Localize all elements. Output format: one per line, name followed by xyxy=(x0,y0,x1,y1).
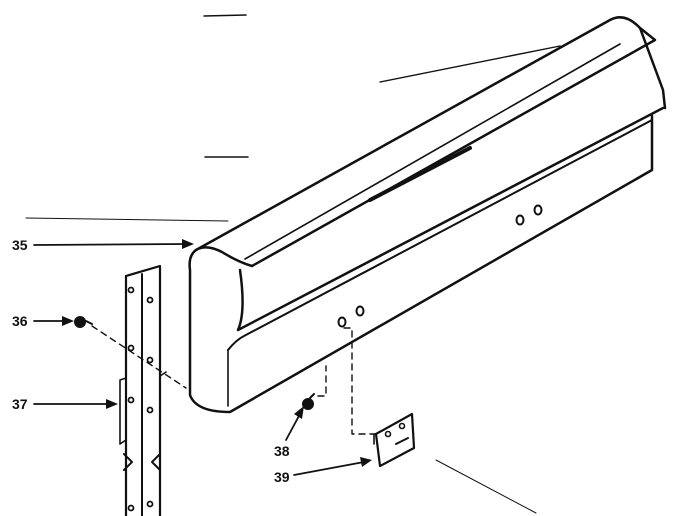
assembly-lines xyxy=(91,325,377,435)
vertical-bracket-part xyxy=(119,264,167,516)
scan-marks xyxy=(25,14,537,514)
leader-arrows xyxy=(33,239,372,476)
part-label-38: 38 xyxy=(274,443,290,459)
part-label-37: 37 xyxy=(12,396,28,412)
screw-part xyxy=(74,316,93,328)
small-bracket-part xyxy=(373,412,416,468)
part-label-35: 35 xyxy=(12,237,28,253)
part-label-36: 36 xyxy=(12,313,28,329)
small-screw-part xyxy=(302,393,315,410)
backguard-part xyxy=(188,16,667,414)
part-label-39: 39 xyxy=(274,469,290,485)
